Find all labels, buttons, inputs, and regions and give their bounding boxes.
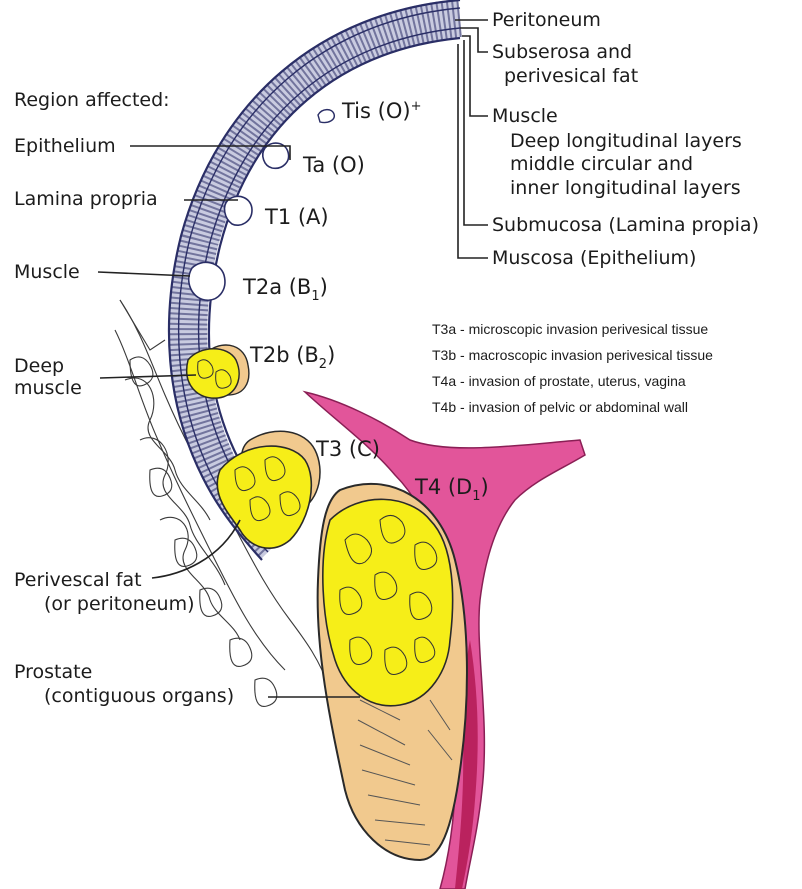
stage-t1: T1 (A)	[264, 205, 329, 229]
label-submucosa: Submucosa (Lamina propia)	[492, 214, 759, 236]
label-deep-muscle-line2: muscle	[14, 377, 82, 399]
label-subserosa-line1: Subserosa and	[492, 41, 632, 63]
legend-t4a: T4a - invasion of prostate, uterus, vagi…	[432, 373, 686, 389]
right-bracket-lines	[455, 20, 488, 258]
label-muscle: Muscle	[14, 261, 80, 283]
label-perivesical-fat-line2: (or peritoneum)	[44, 593, 195, 615]
label-muscle-sub2: middle circular and	[510, 153, 693, 175]
tumor-tis	[318, 110, 334, 123]
label-deep-muscle-line1: Deep	[14, 355, 64, 377]
label-prostate-line1: Prostate	[14, 661, 92, 683]
legend-t3a: T3a - microscopic invasion perivesical t…	[432, 321, 708, 337]
label-mucosa: Muscosa (Epithelium)	[492, 247, 696, 269]
label-epithelium: Epithelium	[14, 135, 116, 157]
stage-tis: Tis (O)+	[341, 99, 421, 123]
region-affected-heading: Region affected:	[14, 89, 170, 111]
stage-t2a: T2a (B1)	[242, 275, 328, 304]
legend-t4b: T4b - invasion of pelvic or abdominal wa…	[432, 399, 688, 415]
stage-t2b: T2b (B2)	[249, 343, 335, 372]
label-subserosa-line2: perivesical fat	[504, 65, 638, 87]
label-prostate-line2: (contiguous organs)	[44, 685, 234, 707]
stage-t3: T3 (C)	[315, 437, 380, 461]
stage-ta: Ta (O)	[302, 153, 365, 177]
label-lamina-propria: Lamina propria	[14, 188, 158, 210]
tumor-t2a	[189, 262, 225, 300]
label-muscle-sub3: inner longitudinal layers	[510, 177, 741, 199]
tumor-t4	[323, 499, 453, 705]
label-peritoneum: Peritoneum	[492, 9, 601, 31]
stage-legend: T3a - microscopic invasion perivesical t…	[432, 321, 713, 415]
label-perivesical-fat-line1: Perivescal fat	[14, 569, 142, 591]
tumor-ta	[263, 143, 289, 168]
legend-t3b: T3b - macroscopic invasion perivesical t…	[432, 347, 713, 363]
label-muscle-sub1: Deep longitudinal layers	[510, 130, 742, 152]
label-muscle-layer: Muscle	[492, 105, 558, 127]
